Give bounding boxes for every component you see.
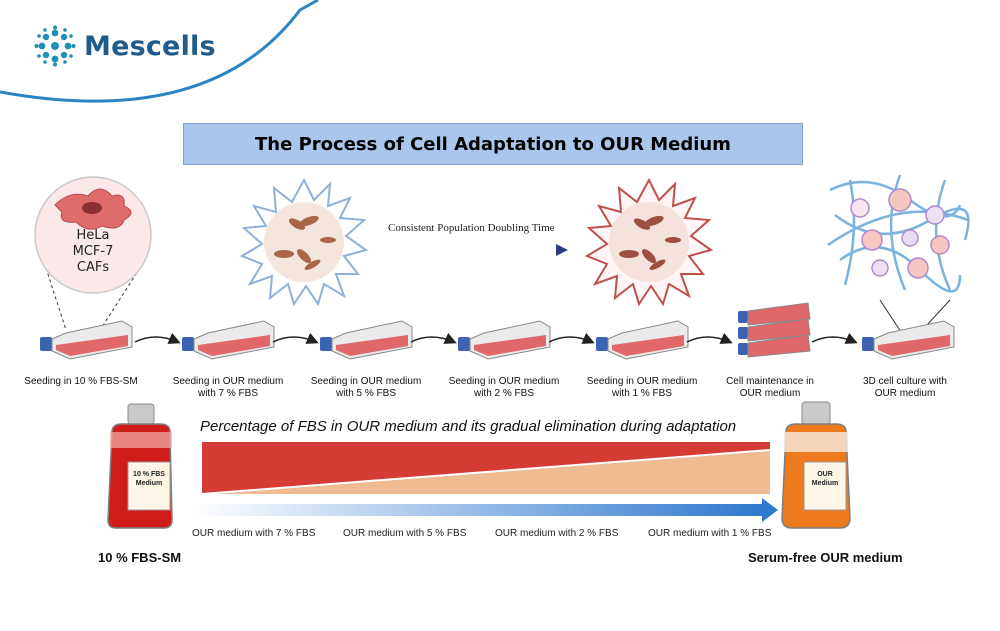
cell-cluster-2	[584, 177, 714, 307]
cell-line-mcf7: MCF-7	[72, 244, 114, 259]
cell-line-hela: HeLa	[76, 228, 110, 243]
diagram-title: The Process of Cell Adaptation to OUR Me…	[255, 133, 731, 155]
step-arrows	[134, 332, 858, 344]
fbs-stage-5: OUR medium with 5 % FBS	[343, 528, 467, 539]
stacked-flask-icon	[738, 318, 811, 342]
brand-name: Mescells	[84, 30, 216, 62]
right-bottle-caption: Serum-free OUR medium	[748, 550, 903, 565]
progress-arrow-bar	[192, 504, 762, 516]
step-label-1: Seeding in 10 % FBS-SM	[24, 376, 138, 387]
right-bottle	[781, 401, 851, 529]
left-bottle-caption: 10 % FBS-SM	[98, 550, 182, 565]
cell-lines-magnifier	[34, 176, 152, 331]
culture-flask-icon	[862, 320, 955, 360]
cell-line-cafs: CAFs	[76, 260, 110, 275]
left-bottle	[107, 403, 173, 529]
culture-flask-icon	[320, 320, 413, 360]
progress-arrow-head	[762, 498, 778, 522]
fbs-chart-title: Percentage of FBS in OUR medium and its …	[200, 418, 737, 435]
fbs-stage-2: OUR medium with 2 % FBS	[495, 528, 619, 539]
culture-flask-icon	[40, 320, 133, 360]
stacked-flask-icon	[738, 334, 811, 358]
cell-lines-list: HeLa MCF-7 CAFs	[58, 228, 128, 276]
doubling-time-label: Consistent Population Doubling Time	[388, 222, 555, 234]
stacked-flask-icon	[738, 302, 811, 326]
fbs-stage-7: OUR medium with 7 % FBS	[192, 528, 316, 539]
culture-flask-icon	[596, 320, 689, 360]
fbs-stage-1: OUR medium with 1 % FBS	[648, 528, 772, 539]
3d-scaffold	[827, 174, 970, 339]
culture-flask-icon	[182, 320, 275, 360]
brand-logo: Mescells	[34, 24, 216, 68]
fbs-gradient-chart	[192, 442, 778, 522]
culture-flask-icon	[458, 320, 551, 360]
fbs-band	[202, 442, 770, 494]
mescells-logo-icon	[34, 25, 76, 67]
header-arc	[0, 0, 319, 103]
flask-row	[40, 302, 955, 360]
cell-cluster-1	[239, 177, 369, 307]
diagram-title-box: The Process of Cell Adaptation to OUR Me…	[183, 123, 803, 165]
